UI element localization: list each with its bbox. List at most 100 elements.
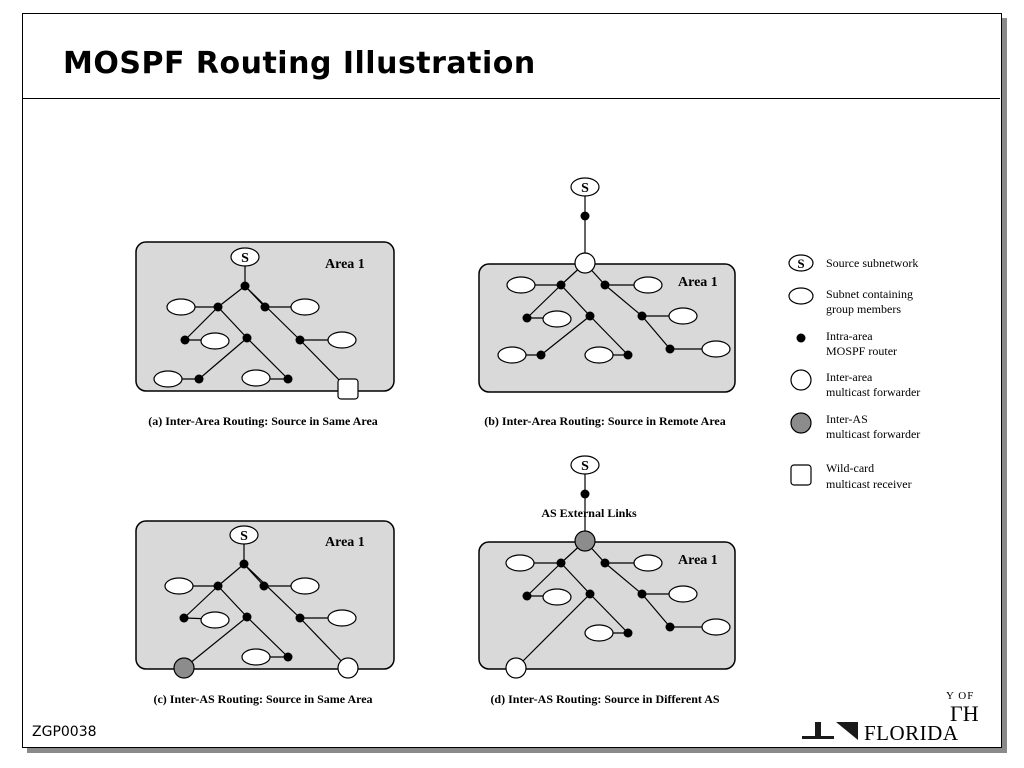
- subnet-ellipse: [200, 332, 230, 350]
- logo-text: FLORIDA: [864, 721, 959, 745]
- caption-b: (b) Inter-Area Routing: Source in Remote…: [484, 414, 726, 428]
- inter-area-forwarder: [574, 252, 596, 274]
- as-external-links-label: AS External Links: [541, 506, 637, 520]
- slide-code: ZGP0038: [32, 724, 97, 740]
- legend-inter-area-text-2: multicast forwarder: [826, 385, 920, 399]
- source-label: S: [240, 529, 248, 544]
- subnet-ellipse: [542, 588, 572, 606]
- slide-title: MOSPF Routing Illustration: [63, 46, 536, 81]
- source-subnet: [229, 525, 259, 545]
- inter-as-forwarder: [574, 530, 596, 552]
- source-label: S: [241, 251, 249, 266]
- legend-intra-symbol: [796, 333, 806, 343]
- legend-inter-area-text-1: Inter-area: [826, 370, 873, 384]
- area-box-d: [478, 541, 736, 670]
- intra-area-router: [665, 344, 675, 354]
- legend: S Source subnetwork Subnet containing gr…: [788, 254, 920, 491]
- legend-subnet-text-1: Subnet containing: [826, 287, 913, 301]
- intra-area-router: [585, 589, 595, 599]
- intra-area-router: [600, 280, 610, 290]
- caption-c: (c) Inter-AS Routing: Source in Same Are…: [153, 692, 372, 706]
- panel-a: S Area 1 (a) Inter-Area Routing: Source …: [135, 241, 395, 428]
- subnet-ellipse: [505, 554, 535, 572]
- intra-area-router: [556, 280, 566, 290]
- intra-area-router: [585, 311, 595, 321]
- intra-area-router: [239, 559, 249, 569]
- area-label-a: Area 1: [325, 257, 365, 272]
- legend-inter-as-text-1: Inter-AS: [826, 412, 868, 426]
- area-label-d: Area 1: [678, 553, 718, 568]
- intra-area-router: [179, 613, 189, 623]
- legend-intra-text-1: Intra-area: [826, 329, 873, 343]
- intra-area-router: [580, 211, 590, 221]
- legend-source-text: Source subnetwork: [826, 256, 918, 270]
- inter-area-forwarder: [337, 657, 359, 679]
- subnet-ellipse: [584, 624, 614, 642]
- intra-area-router: [213, 302, 223, 312]
- wildcard-receiver: [337, 378, 359, 400]
- source-label: S: [581, 459, 589, 474]
- legend-subnet-symbol: [788, 287, 814, 305]
- legend-wildcard-text-2: multicast receiver: [826, 477, 912, 491]
- subnet-ellipse: [290, 577, 320, 595]
- logo-bar-icon: [815, 722, 821, 738]
- subnet-ellipse: [668, 307, 698, 325]
- intra-area-router: [194, 374, 204, 384]
- logo-top-text: Y OF: [946, 690, 974, 702]
- subnet-ellipse: [200, 611, 230, 629]
- area-label-c: Area 1: [325, 535, 365, 550]
- panel-c: S Area 1 (c) Inter-AS Routing: Source in…: [135, 520, 395, 706]
- caption-d: (d) Inter-AS Routing: Source in Differen…: [490, 692, 719, 706]
- subnet-ellipse: [166, 298, 196, 316]
- subnet-ellipse: [290, 298, 320, 316]
- legend-source-letter: S: [797, 256, 804, 271]
- intra-area-router: [536, 350, 546, 360]
- caption-a: (a) Inter-Area Routing: Source in Same A…: [148, 414, 378, 428]
- subnet-ellipse: [701, 618, 731, 636]
- area-box-c: [135, 520, 395, 670]
- intra-area-router: [665, 622, 675, 632]
- subnet-ellipse: [633, 276, 663, 294]
- subnet-ellipse: [633, 554, 663, 572]
- subnet-ellipse: [584, 346, 614, 364]
- subnet-ellipse: [701, 340, 731, 358]
- intra-area-router: [522, 591, 532, 601]
- inter-as-forwarder: [173, 657, 195, 679]
- intra-area-router: [213, 581, 223, 591]
- legend-wildcard-text-1: Wild-card: [826, 461, 874, 475]
- legend-source-symbol: [788, 254, 814, 272]
- source-subnet: [230, 247, 260, 267]
- intra-area-router: [283, 374, 293, 384]
- subnet-ellipse: [506, 276, 536, 294]
- intra-area-router: [295, 335, 305, 345]
- source-label: S: [581, 181, 589, 196]
- university-logo: Y OF ΓH FLORIDA: [802, 690, 979, 745]
- legend-subnet-text-2: group members: [826, 302, 901, 316]
- intra-area-router: [522, 313, 532, 323]
- intra-area-router: [623, 350, 633, 360]
- legend-inter-as-symbol: [790, 412, 812, 434]
- area-box-b: [478, 263, 736, 393]
- legend-intra-text-2: MOSPF router: [826, 344, 897, 358]
- intra-area-router: [600, 558, 610, 568]
- subnet-ellipse: [497, 346, 527, 364]
- intra-area-router: [295, 613, 305, 623]
- intra-area-router: [580, 489, 590, 499]
- logo-triangle-icon: [836, 722, 858, 740]
- subnet-ellipse: [542, 310, 572, 328]
- intra-area-router: [180, 335, 190, 345]
- intra-area-router: [556, 558, 566, 568]
- subnet-ellipse: [164, 577, 194, 595]
- area-label-b: Area 1: [678, 275, 718, 290]
- logo-bar-icon: [802, 736, 834, 739]
- intra-area-router: [623, 628, 633, 638]
- intra-area-router: [637, 311, 647, 321]
- title-divider: [22, 98, 1000, 99]
- subnet-ellipse: [327, 331, 357, 349]
- subnet-ellipse: [241, 648, 271, 666]
- subnet-ellipse: [153, 370, 183, 388]
- inter-area-forwarder: [505, 657, 527, 679]
- intra-area-router: [637, 589, 647, 599]
